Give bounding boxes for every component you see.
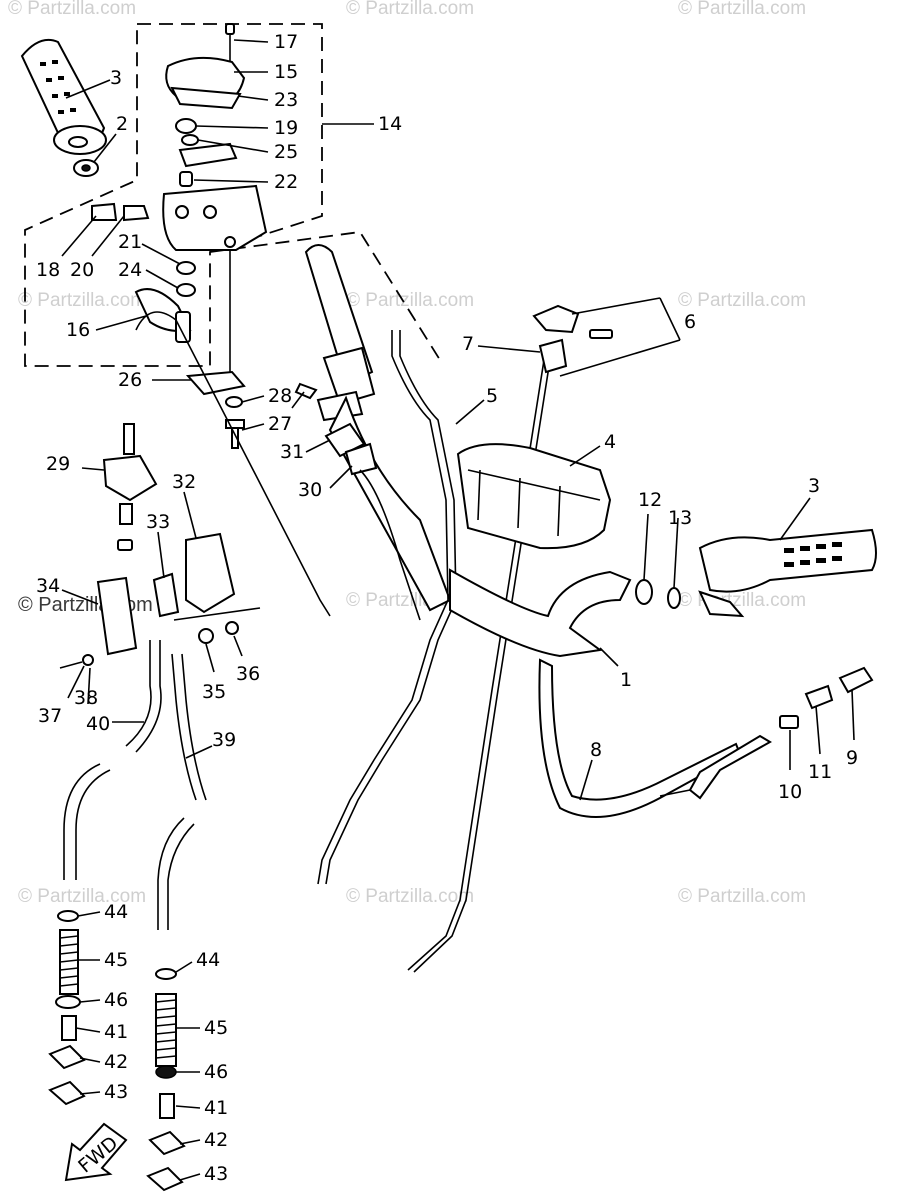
grip-collar <box>73 159 99 177</box>
callout: 34 <box>36 575 60 597</box>
callout: 27 <box>268 413 292 435</box>
callout: 45 <box>104 949 128 971</box>
callout: 31 <box>280 441 304 463</box>
callout: 11 <box>808 761 832 783</box>
callout: 35 <box>202 681 226 703</box>
callout: 41 <box>204 1097 228 1119</box>
callout: 41 <box>104 1021 128 1043</box>
brake-switch-parts <box>59 423 261 669</box>
callout: 3 <box>110 67 122 89</box>
callout: 16 <box>66 319 90 341</box>
callout: 8 <box>590 739 602 761</box>
callout: 44 <box>104 901 128 923</box>
callout: 22 <box>274 171 298 193</box>
callout: 5 <box>486 385 498 407</box>
cable-bracket <box>532 297 681 377</box>
callout: 20 <box>70 259 94 281</box>
cables <box>135 311 551 973</box>
callout: 25 <box>274 141 298 163</box>
callout: 37 <box>38 705 62 727</box>
cable-end-parts <box>659 666 874 800</box>
watermark: © Partzilla.com <box>346 290 474 311</box>
callout: 24 <box>118 259 142 281</box>
watermark: © Partzilla.com <box>346 886 474 907</box>
left-springs <box>48 910 186 1192</box>
watermark: © Partzilla.com <box>678 590 806 611</box>
callout: 43 <box>104 1081 128 1103</box>
watermark: © Partzilla.com <box>8 0 136 19</box>
watermark: © Partzilla.com <box>678 290 806 311</box>
callout: 1 <box>620 669 632 691</box>
watermark: © Partzilla.com <box>18 594 153 616</box>
callout: 43 <box>204 1163 228 1185</box>
callout: 2 <box>116 113 128 135</box>
right-grip-assembly <box>635 528 877 618</box>
callout: 46 <box>204 1061 228 1083</box>
left-grip <box>20 38 107 155</box>
callout: 10 <box>778 781 802 803</box>
cable-adjuster <box>324 422 378 476</box>
callout: 44 <box>196 949 220 971</box>
callout-labels: 3 2 17 15 23 19 25 22 14 18 20 21 24 16 … <box>36 31 858 1185</box>
watermark: © Partzilla.com <box>678 886 806 907</box>
callout: 21 <box>118 231 142 253</box>
assembly-outline <box>24 23 441 367</box>
callout: 23 <box>274 89 298 111</box>
callout: 29 <box>46 453 70 475</box>
callout: 33 <box>146 511 170 533</box>
brake-cables <box>63 640 207 930</box>
callout: 30 <box>298 479 322 501</box>
callout: 45 <box>204 1017 228 1039</box>
watermark: © Partzilla.com <box>18 886 146 907</box>
switch-housing <box>91 23 268 396</box>
callout: 17 <box>274 31 298 53</box>
callout: 40 <box>86 713 110 735</box>
callout: 6 <box>684 311 696 333</box>
callout: 18 <box>36 259 60 281</box>
watermark: © Partzilla.com <box>18 290 146 311</box>
fwd-arrow: FWD <box>64 1122 128 1182</box>
callout: 4 <box>604 431 616 453</box>
callout: 36 <box>236 663 260 685</box>
callout: 15 <box>274 61 298 83</box>
callout: 46 <box>104 989 128 1011</box>
callout: 12 <box>638 489 662 511</box>
callout: 3 <box>808 475 820 497</box>
callout: 39 <box>212 729 236 751</box>
watermark: © Partzilla.com <box>346 0 474 19</box>
callout: 26 <box>118 369 142 391</box>
callout: 38 <box>74 687 98 709</box>
callout: 13 <box>668 507 692 529</box>
handlebar-pad <box>456 443 612 550</box>
callout: 19 <box>274 117 298 139</box>
callout: 42 <box>204 1129 228 1151</box>
callout: 9 <box>846 747 858 769</box>
callout: 14 <box>378 113 402 135</box>
callout: 32 <box>172 471 196 493</box>
callout: 28 <box>268 385 292 407</box>
callout: 7 <box>462 333 474 355</box>
leader-lines <box>61 39 855 1181</box>
callout: 42 <box>104 1051 128 1073</box>
watermark: © Partzilla.com <box>678 0 806 19</box>
